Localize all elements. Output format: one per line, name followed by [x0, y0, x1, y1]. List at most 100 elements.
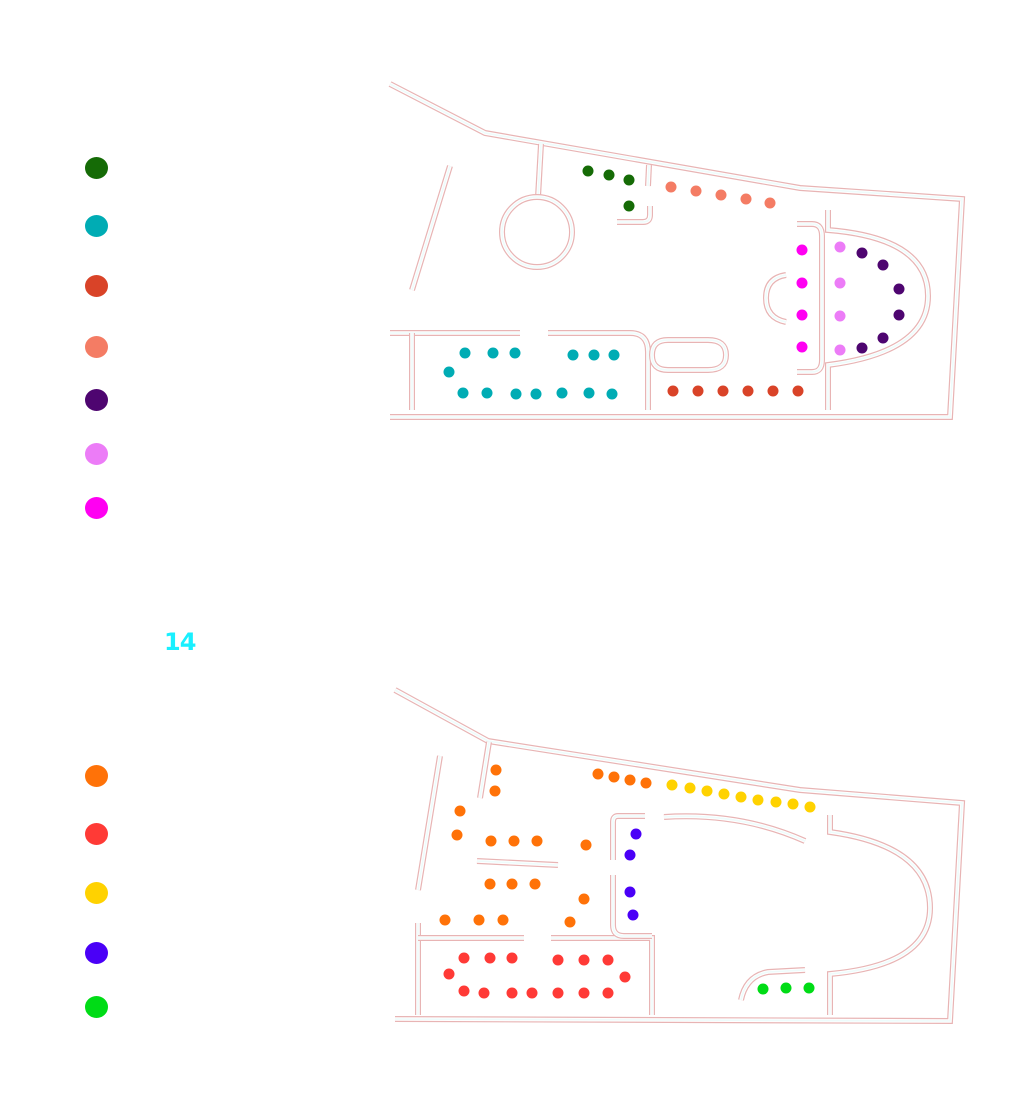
- seat-marker[interactable]: [451, 829, 463, 841]
- seat-marker[interactable]: [640, 777, 652, 789]
- seat-marker[interactable]: [457, 387, 469, 399]
- seat-marker[interactable]: [684, 782, 696, 794]
- seat-marker[interactable]: [506, 952, 518, 964]
- seat-marker[interactable]: [624, 886, 636, 898]
- seat-marker[interactable]: [752, 794, 764, 806]
- wall-segment: [411, 165, 451, 291]
- seat-marker[interactable]: [627, 909, 639, 921]
- seat-marker[interactable]: [834, 310, 846, 322]
- seat-marker[interactable]: [665, 181, 677, 193]
- seat-marker[interactable]: [856, 247, 868, 259]
- seat-marker[interactable]: [764, 197, 776, 209]
- seat-marker[interactable]: [487, 347, 499, 359]
- seat-marker[interactable]: [531, 835, 543, 847]
- seat-marker[interactable]: [443, 366, 455, 378]
- seat-marker[interactable]: [484, 878, 496, 890]
- seat-marker[interactable]: [767, 385, 779, 397]
- seat-marker[interactable]: [757, 983, 769, 995]
- seat-marker[interactable]: [742, 385, 754, 397]
- seat-marker[interactable]: [459, 347, 471, 359]
- seat-marker[interactable]: [458, 985, 470, 997]
- seat-marker[interactable]: [834, 344, 846, 356]
- seat-marker[interactable]: [510, 388, 522, 400]
- seat-marker[interactable]: [893, 309, 905, 321]
- seat-marker[interactable]: [715, 189, 727, 201]
- seat-marker[interactable]: [458, 952, 470, 964]
- seat-marker[interactable]: [834, 241, 846, 253]
- seat-marker[interactable]: [624, 849, 636, 861]
- seat-marker[interactable]: [877, 259, 889, 271]
- seat-marker[interactable]: [552, 987, 564, 999]
- seat-marker[interactable]: [481, 387, 493, 399]
- seat-marker[interactable]: [630, 828, 642, 840]
- seat-marker[interactable]: [580, 839, 592, 851]
- seat-marker[interactable]: [667, 385, 679, 397]
- seat-marker[interactable]: [489, 785, 501, 797]
- seat-marker[interactable]: [770, 796, 782, 808]
- seat-marker[interactable]: [718, 788, 730, 800]
- seat-marker[interactable]: [803, 982, 815, 994]
- seat-marker[interactable]: [619, 971, 631, 983]
- seat-marker[interactable]: [701, 785, 713, 797]
- seat-marker[interactable]: [509, 347, 521, 359]
- seat-marker[interactable]: [439, 914, 451, 926]
- seat-marker[interactable]: [578, 954, 590, 966]
- seat-marker[interactable]: [796, 309, 808, 321]
- seat-marker[interactable]: [530, 388, 542, 400]
- seat-marker[interactable]: [796, 244, 808, 256]
- seat-marker[interactable]: [893, 283, 905, 295]
- seat-marker[interactable]: [602, 987, 614, 999]
- wall-segment: [479, 741, 490, 799]
- seat-marker[interactable]: [608, 771, 620, 783]
- seat-marker[interactable]: [583, 387, 595, 399]
- seat-marker[interactable]: [623, 200, 635, 212]
- legend-swatch: [85, 942, 108, 964]
- seat-marker[interactable]: [526, 987, 538, 999]
- legend-swatch: [85, 443, 108, 465]
- seat-marker[interactable]: [606, 388, 618, 400]
- seat-marker[interactable]: [578, 893, 590, 905]
- seat-marker[interactable]: [856, 342, 868, 354]
- seat-marker[interactable]: [567, 349, 579, 361]
- seat-marker[interactable]: [602, 954, 614, 966]
- seat-marker[interactable]: [490, 764, 502, 776]
- legend-swatch: [85, 157, 108, 179]
- seat-marker[interactable]: [578, 987, 590, 999]
- seat-marker[interactable]: [592, 768, 604, 780]
- seat-marker[interactable]: [787, 798, 799, 810]
- seat-marker[interactable]: [690, 185, 702, 197]
- seat-marker[interactable]: [740, 193, 752, 205]
- seat-marker[interactable]: [506, 987, 518, 999]
- legend-swatch: [85, 996, 108, 1018]
- seat-marker[interactable]: [588, 349, 600, 361]
- seat-marker[interactable]: [443, 968, 455, 980]
- seat-marker[interactable]: [564, 916, 576, 928]
- seat-marker[interactable]: [506, 878, 518, 890]
- seat-marker[interactable]: [497, 914, 509, 926]
- seat-marker[interactable]: [454, 805, 466, 817]
- seat-marker[interactable]: [478, 987, 490, 999]
- seat-marker[interactable]: [623, 174, 635, 186]
- seat-marker[interactable]: [529, 878, 541, 890]
- seat-marker[interactable]: [834, 277, 846, 289]
- seat-marker[interactable]: [508, 835, 520, 847]
- seat-marker[interactable]: [582, 165, 594, 177]
- seat-marker[interactable]: [780, 982, 792, 994]
- seat-marker[interactable]: [603, 169, 615, 181]
- seat-marker[interactable]: [485, 835, 497, 847]
- seat-marker[interactable]: [692, 385, 704, 397]
- seat-marker[interactable]: [792, 385, 804, 397]
- seat-marker[interactable]: [666, 779, 678, 791]
- seat-marker[interactable]: [877, 332, 889, 344]
- seat-marker[interactable]: [717, 385, 729, 397]
- seat-marker[interactable]: [804, 801, 816, 813]
- seat-marker[interactable]: [796, 341, 808, 353]
- seat-marker[interactable]: [484, 952, 496, 964]
- seat-marker[interactable]: [556, 387, 568, 399]
- seat-marker[interactable]: [624, 774, 636, 786]
- seat-marker[interactable]: [796, 277, 808, 289]
- seat-marker[interactable]: [473, 914, 485, 926]
- seat-marker[interactable]: [552, 954, 564, 966]
- seat-marker[interactable]: [735, 791, 747, 803]
- seat-marker[interactable]: [608, 349, 620, 361]
